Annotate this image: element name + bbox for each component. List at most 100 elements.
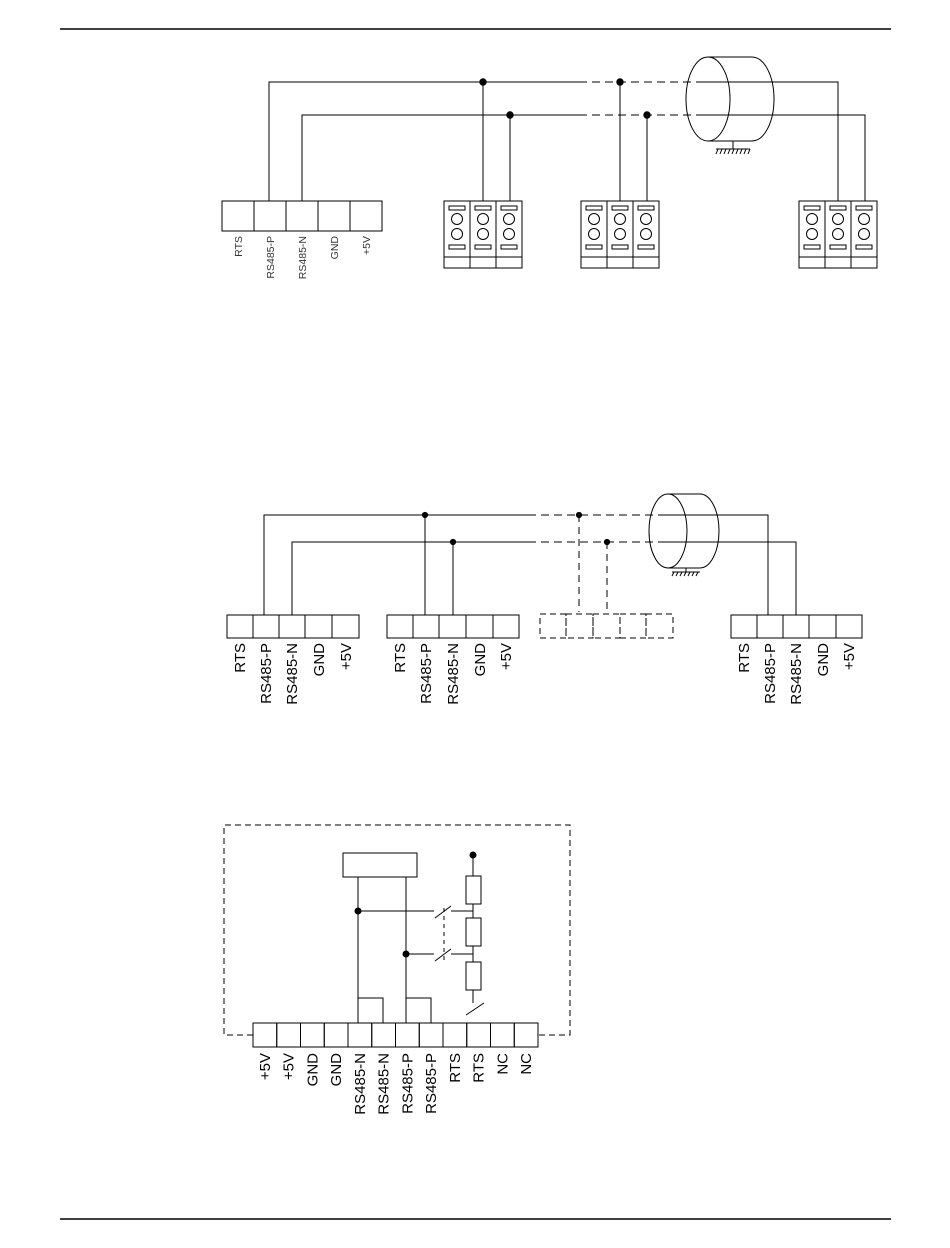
terminal-label: RS485-N [284,643,301,705]
terminal-label: RS485-N [297,236,309,279]
switch-blade [466,1003,484,1015]
terminal-screw [478,214,489,225]
junction-dot [617,79,623,85]
junction-dot [644,112,650,118]
terminal-label: RTS [232,643,249,673]
terminal-strip-12 [253,1023,538,1047]
terminal-label: GND [311,643,328,677]
terminal-label: NC [494,1053,511,1075]
bus-wire-p [264,515,528,615]
terminal-label: GND [815,643,832,677]
junction-dot [604,539,609,544]
link-p [406,998,431,1023]
terminal-cell [467,1023,491,1047]
diagram-1-labels: RTS RS485-P RS485-N GND +5V [233,236,373,280]
terminal-slot [475,206,491,210]
terminal-cell [301,1023,325,1047]
terminal-slot [586,206,602,210]
junction-dot [507,112,513,118]
ground-hatch [716,149,750,154]
terminal-label: RS485-P [258,643,275,704]
terminal-screw [452,214,463,225]
bus-wire-n [302,115,579,201]
bus-wire-n-end [660,542,796,615]
device-dashed-terminal-strip [540,614,673,638]
link-n [358,998,383,1023]
terminal-label: RS485-N [445,643,462,705]
junction-dot [450,539,455,544]
ground-hatch [672,572,698,576]
terminal-label: NC [518,1053,535,1075]
terminal-label: RS485-N [376,1053,393,1115]
terminal-block-3 [799,201,877,268]
terminal-label: RS485-P [423,1053,440,1114]
terminal-screw [833,229,844,240]
terminal-label: GND [329,236,341,260]
terminal-slot [856,206,872,210]
device-a-terminal-strip [227,615,359,638]
controller-terminal-strip [222,201,382,231]
terminal-label: RS485-P [265,236,277,279]
diagram-2 [227,494,862,638]
resistor [466,918,481,946]
terminal-label: RTS [447,1053,464,1083]
terminal-label: GND [328,1053,345,1087]
cable-shield-2 [649,494,719,576]
terminal-block-1 [444,201,522,268]
bus-wire-n-end [700,115,865,201]
device-c-terminal-strip [731,615,862,638]
terminal-label: +5V [498,643,515,670]
terminal-cell [372,1023,396,1047]
terminal-label: RS485-N [352,1053,369,1115]
cable-shield-1 [686,57,774,154]
terminal-label: +5V [281,1053,298,1080]
terminal-slot [804,245,820,249]
terminal-screw [833,214,844,225]
terminal-cell [277,1023,301,1047]
switch-blade [435,949,451,961]
terminal-screw [641,229,652,240]
switch-blade [435,906,451,918]
terminal-slot [638,206,654,210]
terminal-slot [856,245,872,249]
terminal-slot [449,245,465,249]
bus-wire-n [292,542,528,615]
terminal-block-details [449,206,872,249]
terminal-cell [443,1023,467,1047]
diagram-3 [224,825,570,1047]
terminal-label: RS485-P [762,643,779,704]
terminal-screw [478,229,489,240]
terminal-slot [612,206,628,210]
terminal-cell [396,1023,420,1047]
terminal-cell [514,1023,538,1047]
terminal-label: RS485-P [399,1053,416,1114]
junction-dot [422,512,427,517]
terminal-screw [859,229,870,240]
terminal-slot [612,245,628,249]
terminal-screw [615,229,626,240]
terminal-slot [638,245,654,249]
terminal-cell [419,1023,443,1047]
terminal-slot [449,206,465,210]
terminal-cell [324,1023,348,1047]
terminal-slot [804,206,820,210]
terminal-screw [504,214,515,225]
terminal-label: GND [304,1053,321,1087]
terminal-slot [501,245,517,249]
terminal-screw [615,214,626,225]
resistor [466,876,481,904]
terminal-screw [589,214,600,225]
transceiver-block [343,853,417,877]
terminal-cell [491,1023,515,1047]
junction-dot [480,79,486,85]
terminal-label: +5V [841,643,858,670]
terminal-label: +5V [338,643,355,670]
terminal-block-2 [581,201,659,268]
terminal-screw [641,214,652,225]
terminal-label: RS485-N [788,643,805,705]
terminal-label: RTS [392,643,409,673]
device-boundary [224,825,570,1035]
junction-dot [576,512,581,517]
